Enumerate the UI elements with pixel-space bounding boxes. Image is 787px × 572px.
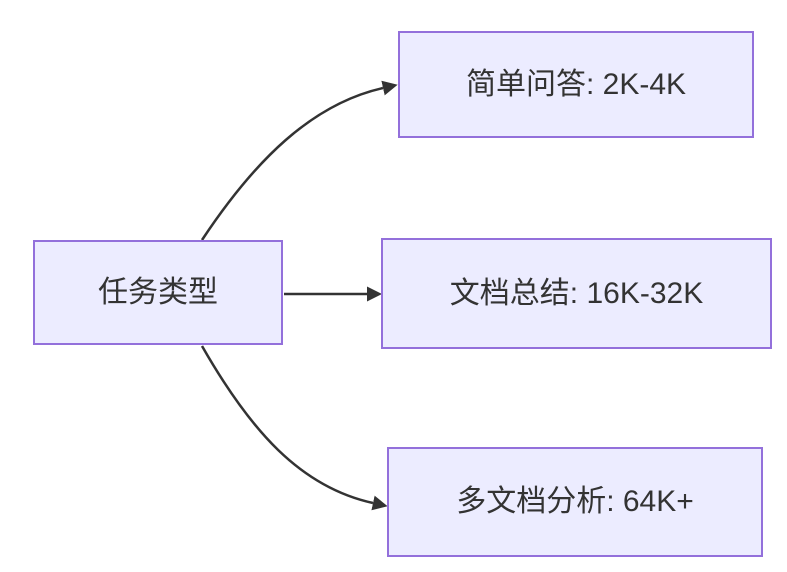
- node-branch-3: 多文档分析: 64K+: [387, 447, 763, 557]
- node-root: 任务类型: [33, 240, 283, 345]
- node-branch-3-label: 多文档分析: 64K+: [456, 485, 694, 518]
- edge-root-to-branch-3: [200, 345, 388, 511]
- node-branch-1-label: 简单问答: 2K-4K: [465, 67, 687, 101]
- node-branch-2: 文档总结: 16K-32K: [381, 238, 772, 349]
- node-branch-1: 简单问答: 2K-4K: [398, 31, 754, 138]
- edge-root-to-branch-1: [200, 80, 398, 241]
- node-root-label: 任务类型: [98, 275, 218, 309]
- node-branch-2-label: 文档总结: 16K-32K: [449, 276, 704, 310]
